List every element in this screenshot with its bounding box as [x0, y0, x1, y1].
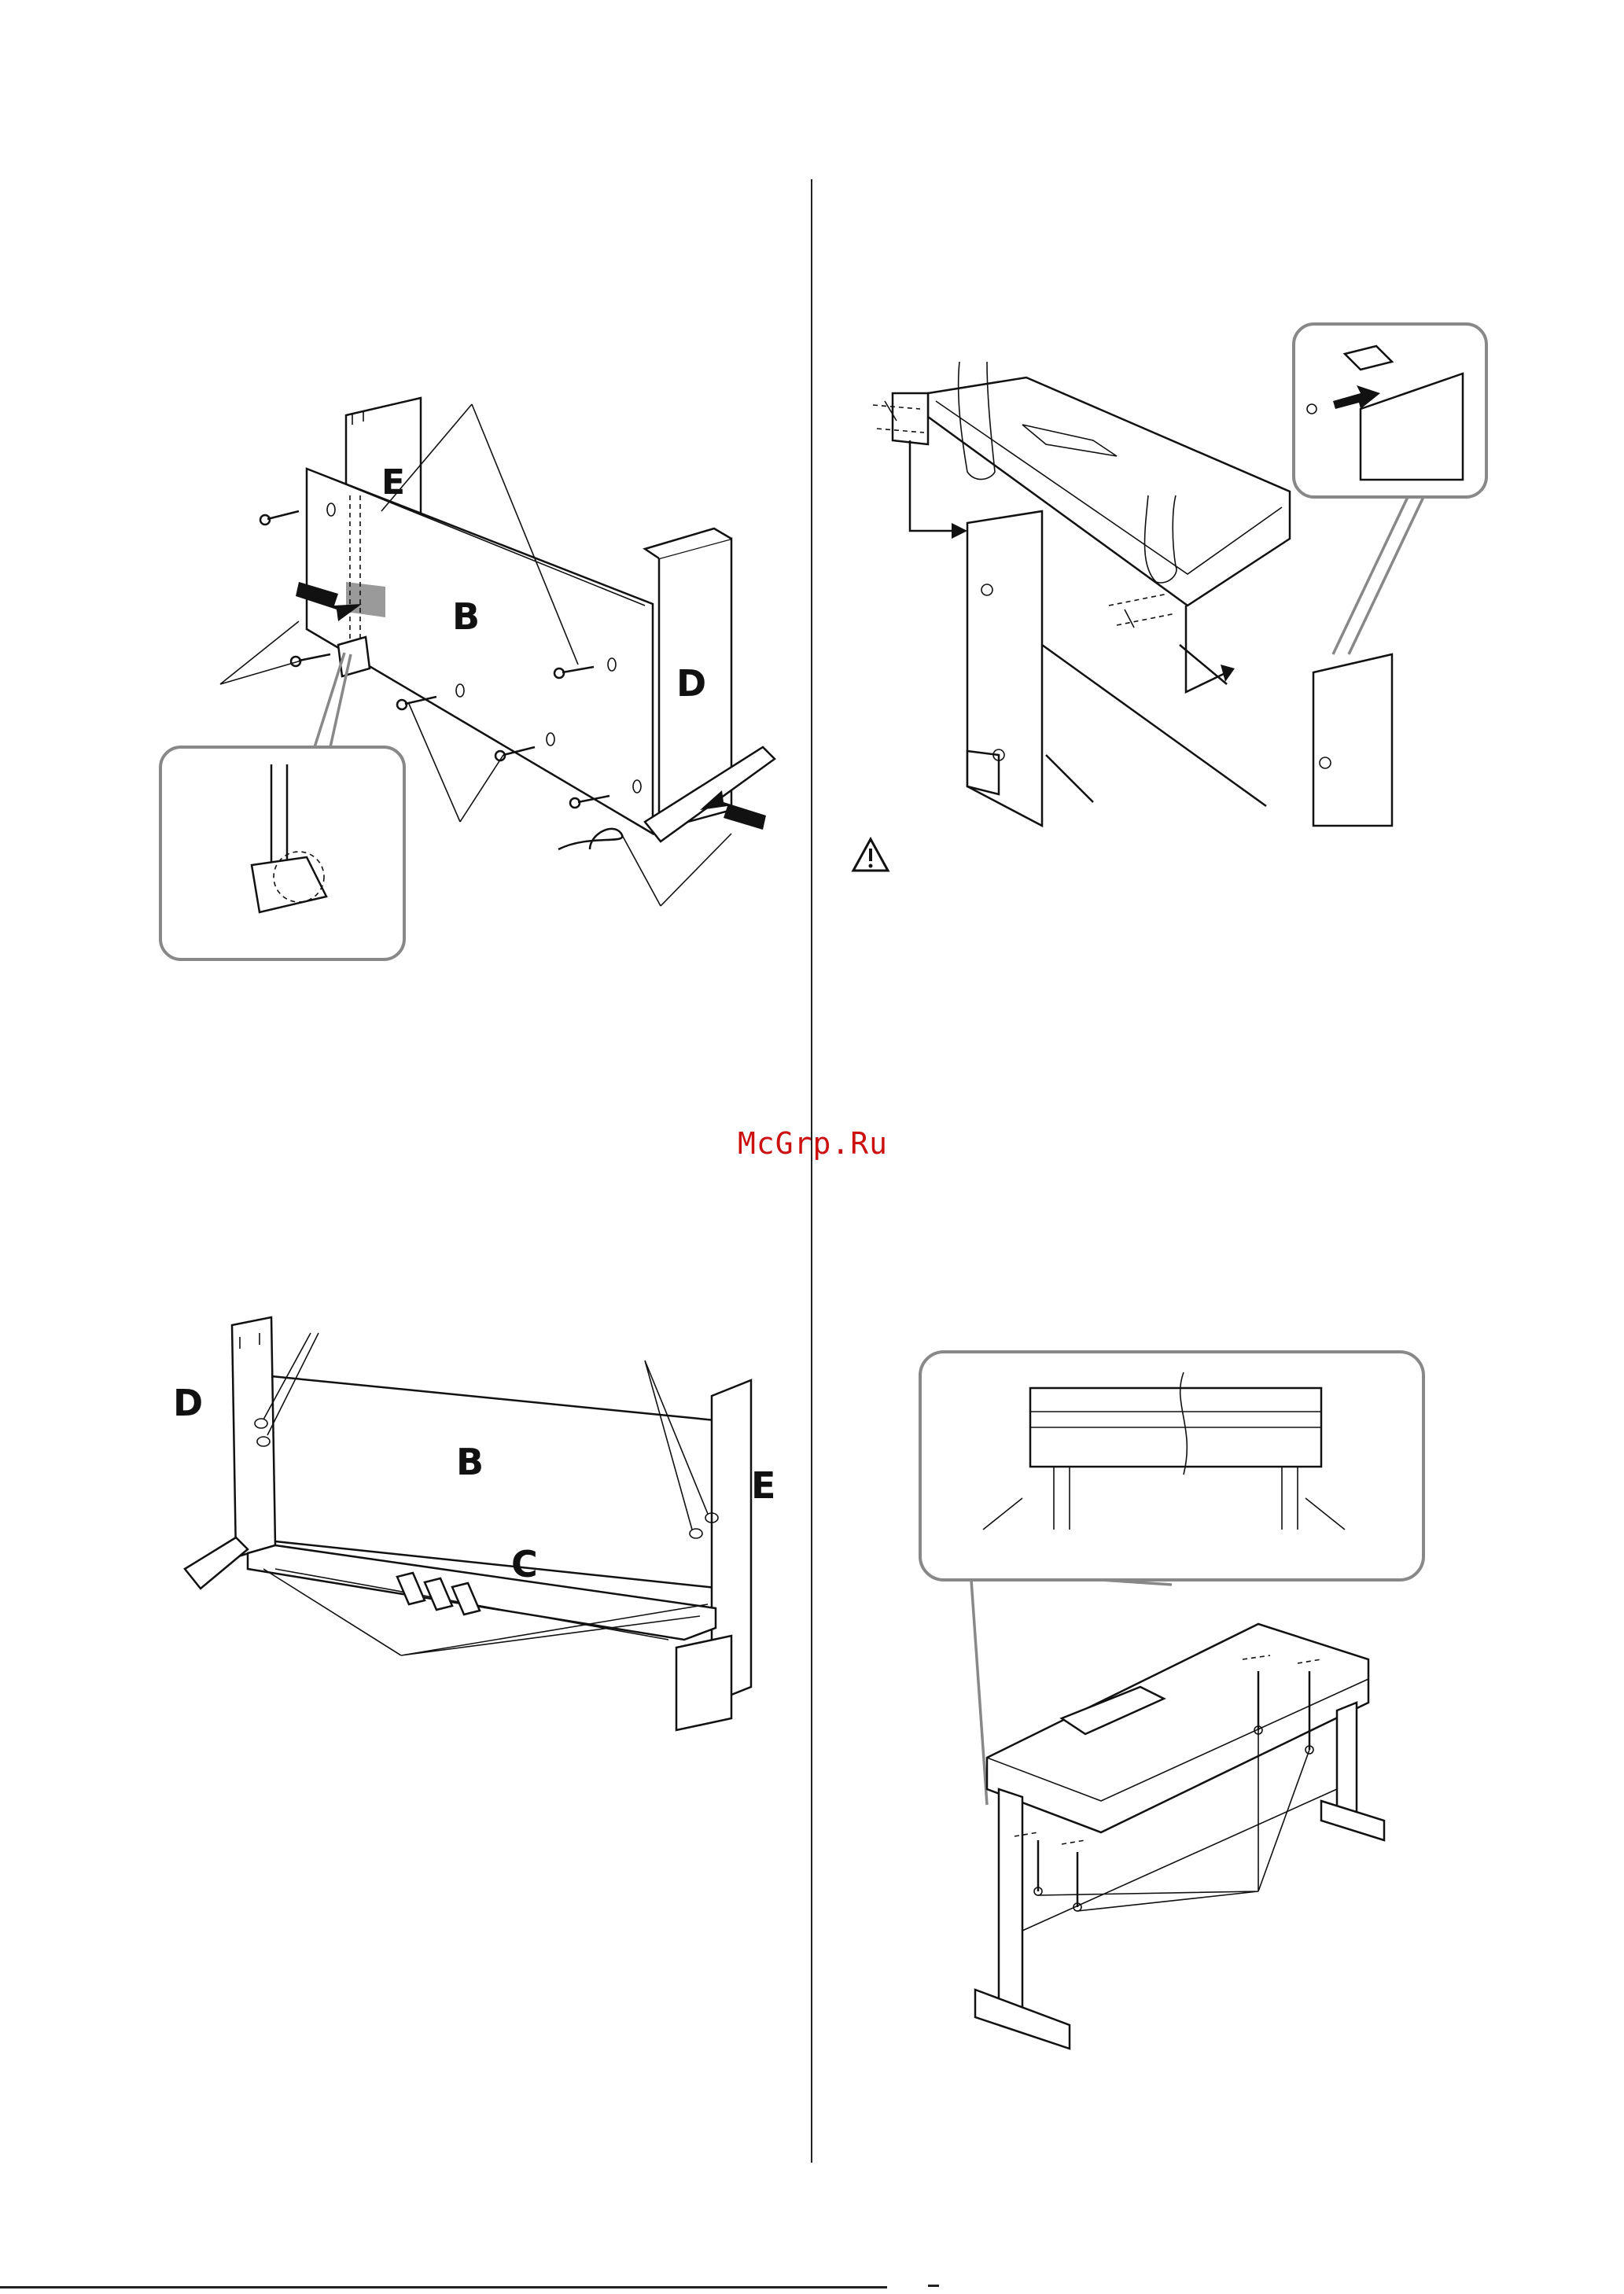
- pedal-box-c: [248, 1545, 716, 1640]
- back-panel-edge: [1046, 755, 1093, 802]
- label-d: D: [173, 1382, 203, 1424]
- figure-completed-piano: [912, 1349, 1431, 2049]
- hole-icon: [255, 1419, 718, 1538]
- page-bottom-rule: [0, 2286, 887, 2288]
- pin-detail-inset: [1294, 324, 1486, 654]
- label-b: B: [452, 595, 480, 638]
- foot-detail-inset: [160, 653, 404, 959]
- warning-triangle-icon: [851, 836, 890, 874]
- label-e: E: [751, 1464, 775, 1507]
- label-e: E: [381, 462, 405, 503]
- hatched-area: [346, 582, 385, 617]
- figure-place-main-unit: [857, 315, 1510, 849]
- pedal-cable: [558, 829, 622, 849]
- side-panel-e: [676, 1380, 751, 1730]
- label-d: D: [676, 662, 706, 705]
- side-panel-right: [1313, 654, 1392, 826]
- page-bottom-mark: [928, 2285, 939, 2287]
- figure-assembled-stand: D B E C: [165, 1317, 810, 1742]
- watermark: McGrp.Ru: [738, 1126, 888, 1161]
- label-c: C: [511, 1543, 538, 1585]
- arrow-icon: [910, 440, 959, 531]
- side-panel-d: [645, 528, 775, 841]
- clearance-detail-inset: [920, 1352, 1423, 1580]
- side-panel-d: [185, 1317, 275, 1589]
- side-panel-left: [967, 511, 1042, 826]
- main-unit: [893, 377, 1290, 606]
- figure-attach-b-panel: E B D: [149, 393, 826, 975]
- label-b: B: [456, 1441, 484, 1483]
